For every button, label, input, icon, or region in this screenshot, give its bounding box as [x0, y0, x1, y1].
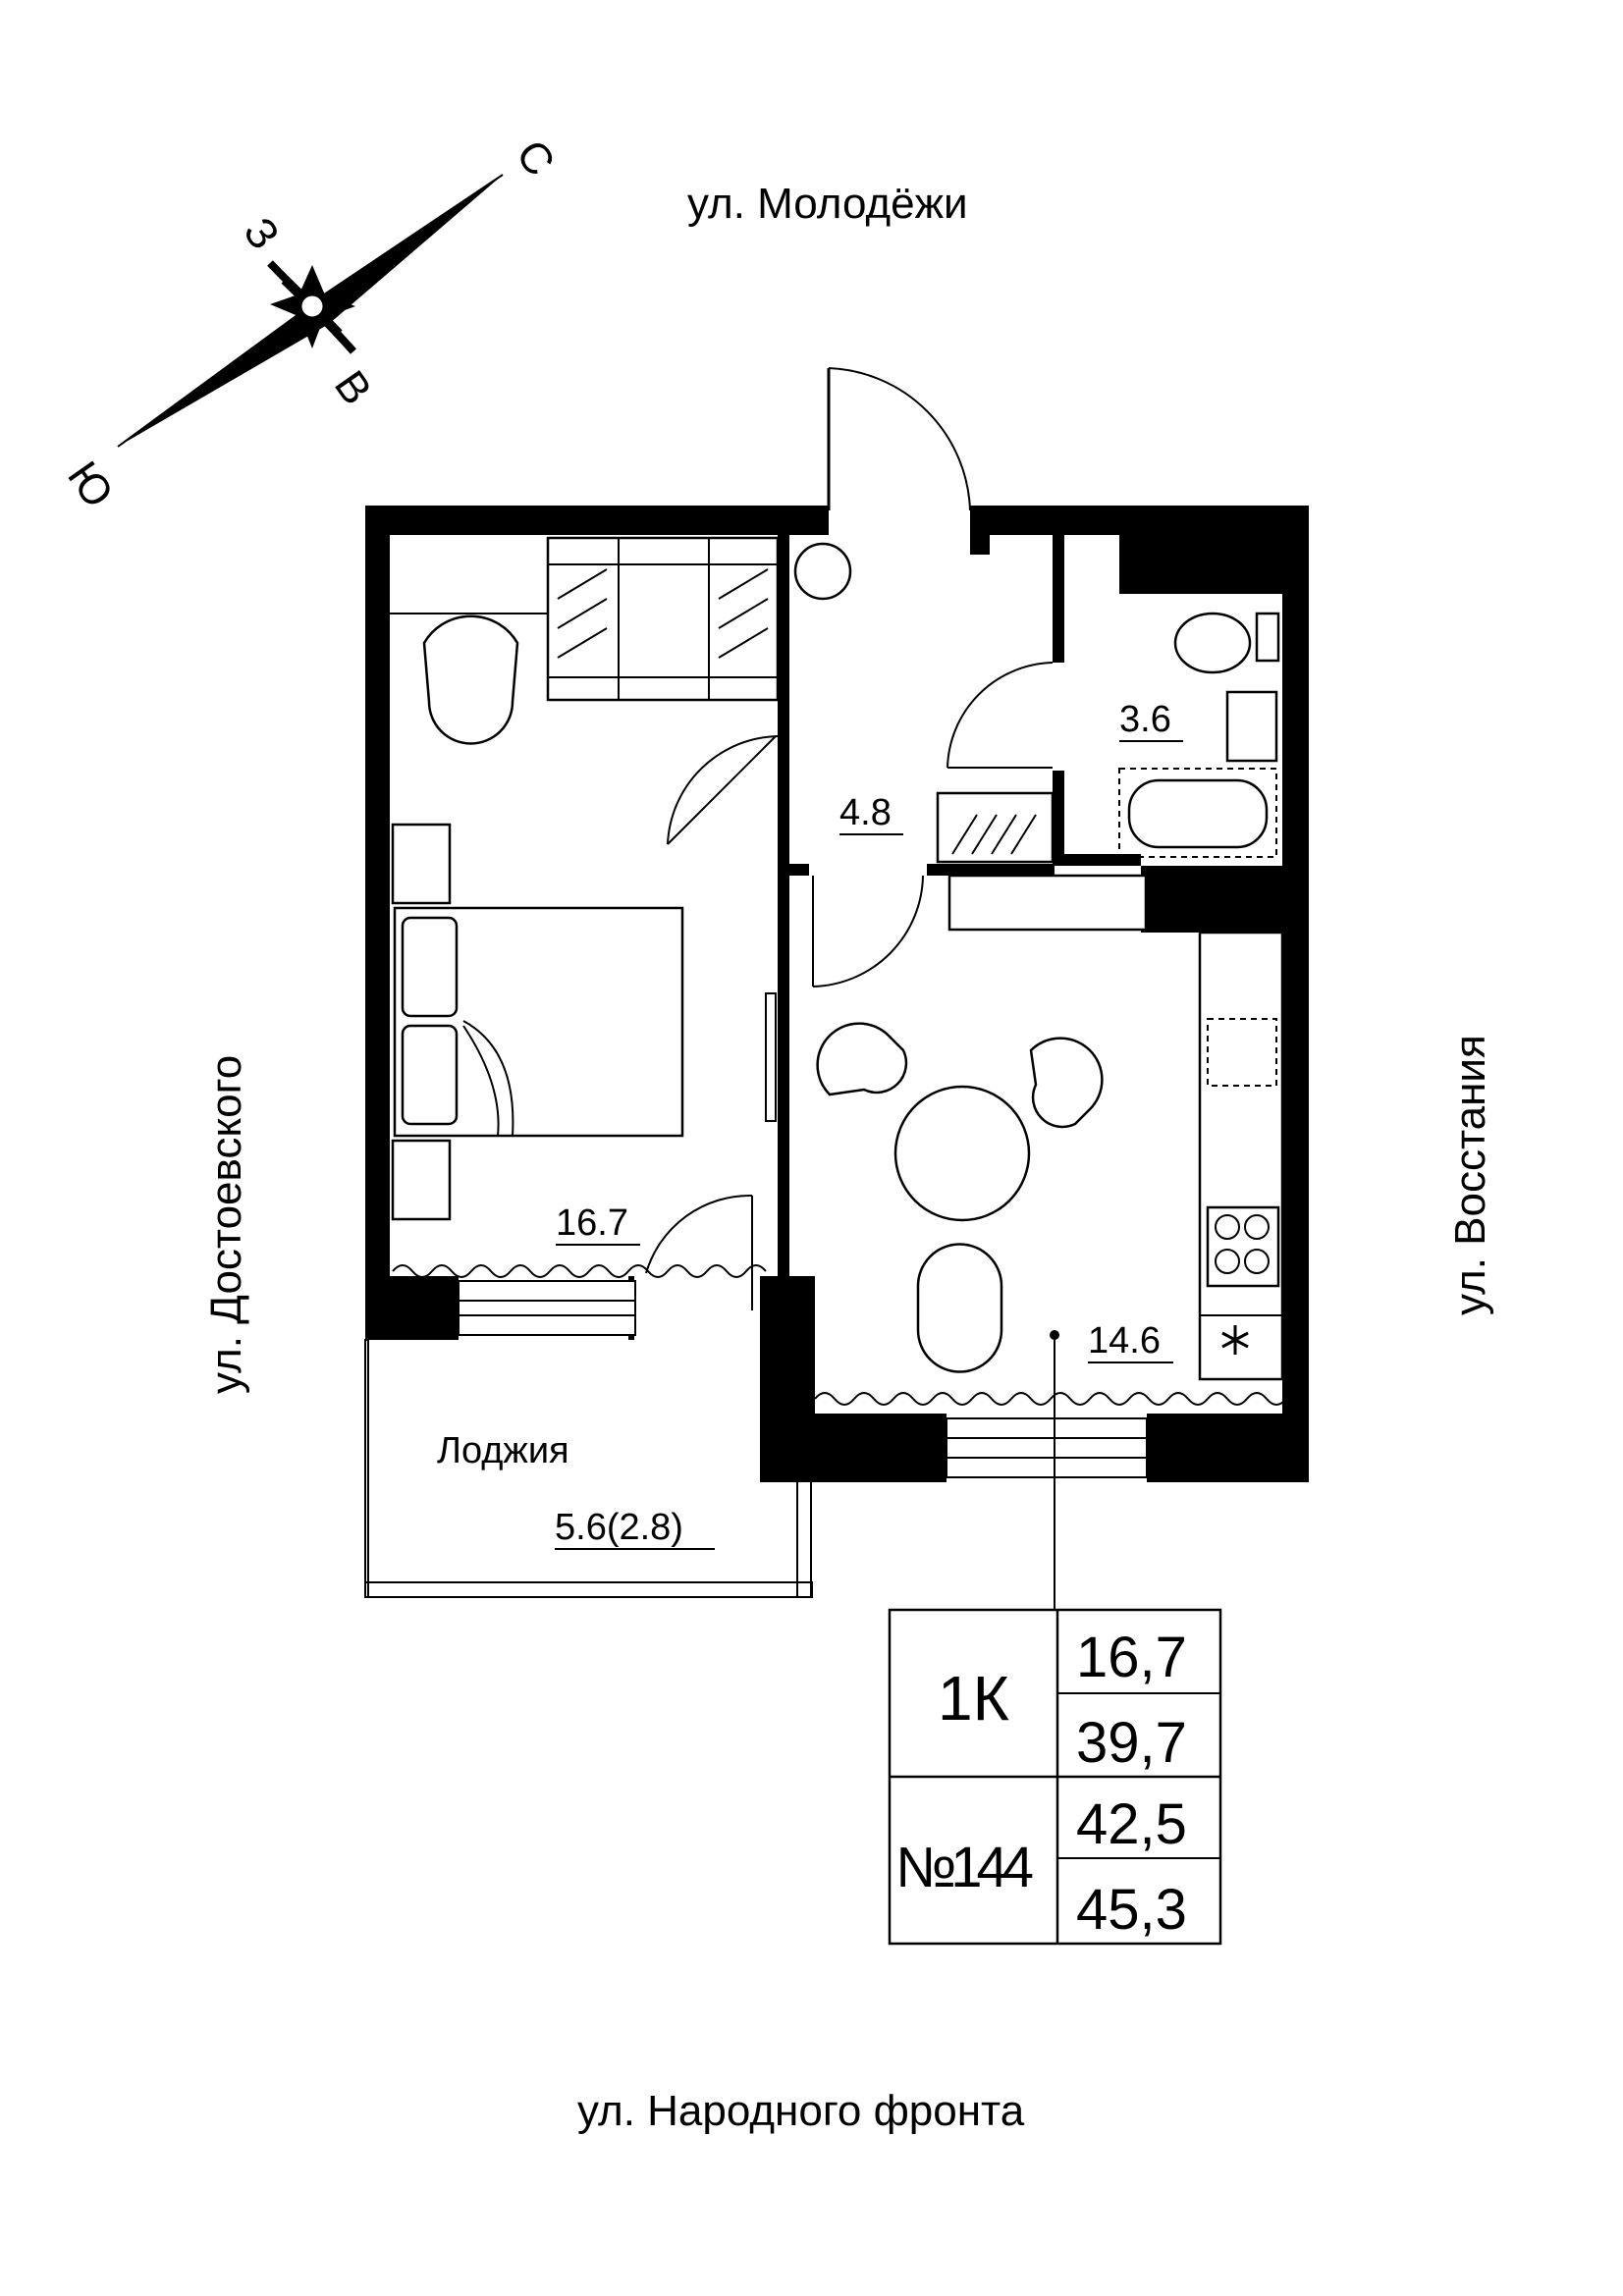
street-east: ул. Восстания: [1446, 1035, 1494, 1315]
street-north: ул. Молодёжи: [687, 180, 968, 228]
kitchen-area: 14.6: [1088, 1320, 1161, 1362]
street-west: ул. Достоевского: [202, 1055, 250, 1394]
area-2: 39,7: [1076, 1711, 1187, 1775]
windows: [458, 1280, 1148, 1478]
walls: [364, 506, 1309, 1598]
loggia-area: 5.6(2.8): [555, 1507, 683, 1548]
living-area: 16,7: [1076, 1626, 1187, 1689]
furniture: [390, 536, 1284, 1610]
curtains: [392, 1264, 1287, 1406]
compass-rose: С З В Ю: [58, 132, 564, 516]
total-area: 45,3: [1076, 1878, 1187, 1942]
compass-north-label: С: [507, 132, 564, 185]
loggia-label: Лоджия: [437, 1430, 569, 1471]
apartment-type: 1К: [938, 1663, 1009, 1734]
compass-east-label: В: [325, 362, 381, 413]
hall-area: 4.8: [839, 792, 892, 833]
area-3: 42,5: [1076, 1792, 1187, 1856]
room-labels: 16.7 4.8 3.6 14.6 Лоджия 5.6(2.8): [437, 699, 1183, 1550]
compass-south-label: Ю: [58, 453, 123, 516]
summary-table: 1К №144 16,7 39,7 42,5 45,3: [888, 1608, 1222, 1946]
bedroom-area: 16.7: [556, 1202, 628, 1244]
bathroom-area: 3.6: [1119, 699, 1171, 740]
apartment-number: №144: [895, 1836, 1033, 1899]
doors: [645, 367, 1054, 1310]
compass-west-label: З: [234, 209, 288, 258]
street-south: ул. Народного фронта: [577, 2087, 1025, 2135]
